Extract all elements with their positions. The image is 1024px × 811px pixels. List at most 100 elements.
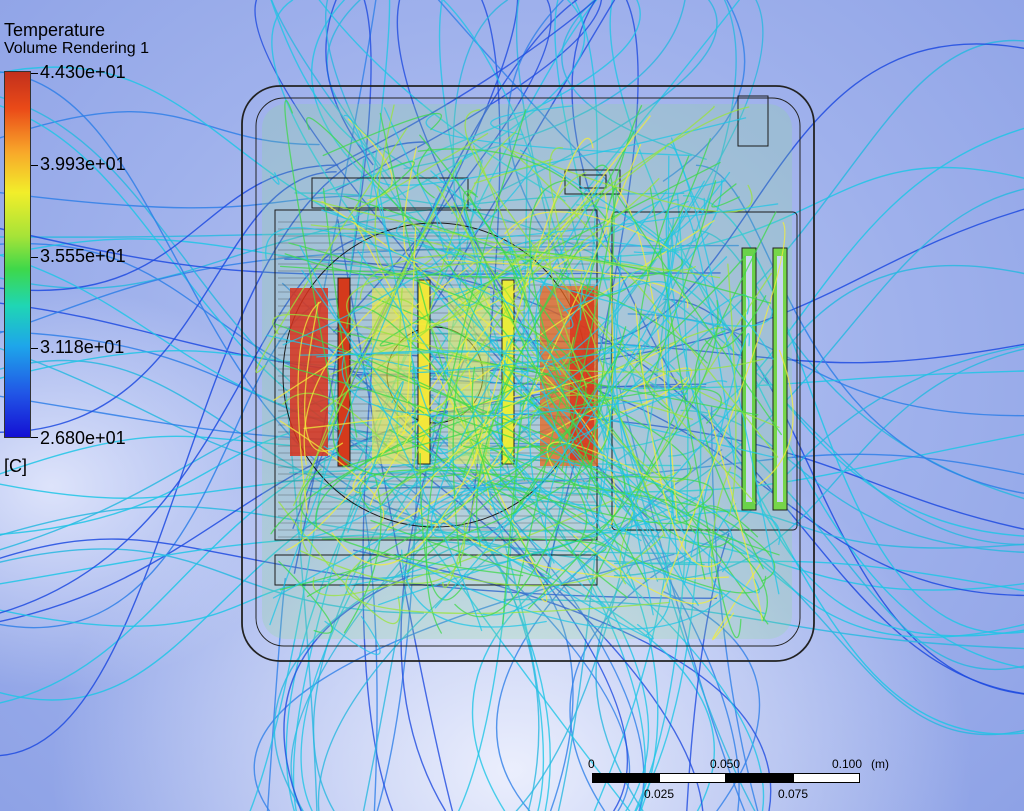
streamline bbox=[0, 110, 320, 146]
streamline bbox=[515, 217, 675, 811]
scale-segment bbox=[793, 773, 860, 783]
streamline bbox=[312, 434, 435, 811]
streamline bbox=[462, 190, 647, 583]
streamline bbox=[466, 334, 649, 534]
colorbar-tick-min: 2.680e+01 bbox=[40, 428, 126, 448]
streamline bbox=[519, 149, 774, 360]
streamline bbox=[499, 251, 772, 304]
streamline bbox=[479, 358, 764, 373]
streamline bbox=[490, 105, 573, 136]
colorbar-tick-mark bbox=[31, 165, 38, 166]
streamline bbox=[0, 164, 339, 292]
streamline bbox=[667, 155, 685, 580]
streamline bbox=[612, 185, 678, 524]
streamline bbox=[586, 164, 615, 500]
streamline bbox=[278, 501, 401, 625]
streamline bbox=[425, 113, 692, 157]
streamline bbox=[310, 224, 478, 280]
scale-label-100: 0.100 bbox=[832, 757, 863, 771]
streamline bbox=[396, 203, 779, 241]
streamline bbox=[274, 323, 588, 554]
streamline bbox=[677, 205, 737, 470]
streamline bbox=[359, 469, 729, 513]
streamline bbox=[321, 209, 773, 327]
streamline bbox=[284, 247, 461, 280]
streamline bbox=[657, 348, 1024, 581]
streamline bbox=[413, 186, 598, 472]
streamline bbox=[614, 560, 1024, 592]
scale-label-0: 0 bbox=[588, 757, 595, 771]
streamline bbox=[303, 296, 386, 466]
streamline bbox=[606, 380, 697, 566]
streamline bbox=[464, 109, 757, 504]
scale-unit: (m) bbox=[871, 757, 889, 771]
streamline bbox=[395, 553, 731, 630]
streamline bbox=[635, 317, 702, 811]
streamline bbox=[573, 465, 659, 811]
streamline bbox=[0, 443, 573, 701]
streamline bbox=[430, 179, 604, 538]
streamline bbox=[283, 575, 410, 811]
streamline bbox=[430, 170, 574, 329]
streamline bbox=[425, 131, 517, 330]
streamline bbox=[548, 172, 588, 388]
streamline bbox=[317, 446, 637, 811]
streamline bbox=[694, 330, 764, 570]
streamline bbox=[562, 280, 670, 312]
colorbar-tick-mark bbox=[31, 73, 38, 74]
streamline bbox=[359, 253, 721, 300]
scale-segment bbox=[726, 773, 793, 783]
streamline bbox=[710, 406, 759, 811]
streamline bbox=[549, 147, 666, 538]
streamline bbox=[600, 194, 614, 451]
streamline bbox=[516, 105, 643, 590]
streamline bbox=[0, 66, 549, 262]
streamline bbox=[312, 199, 696, 272]
streamline bbox=[662, 0, 746, 182]
streamline bbox=[342, 388, 722, 468]
scale-label-075: 0.075 bbox=[778, 787, 809, 801]
streamline bbox=[356, 132, 489, 210]
streamline bbox=[402, 226, 417, 434]
colorbar-tick-mark bbox=[31, 437, 38, 438]
scale-segment bbox=[592, 773, 659, 783]
streamline bbox=[472, 145, 527, 312]
streamline bbox=[446, 106, 750, 322]
streamline bbox=[370, 160, 415, 204]
streamline bbox=[331, 424, 491, 566]
streamline bbox=[401, 549, 547, 628]
streamline bbox=[254, 0, 650, 520]
streamline bbox=[664, 143, 780, 595]
streamline bbox=[305, 117, 568, 409]
streamline bbox=[253, 553, 675, 811]
streamline bbox=[335, 0, 603, 191]
streamline bbox=[448, 294, 760, 594]
streamline bbox=[279, 258, 683, 280]
streamline bbox=[0, 191, 362, 209]
streamline bbox=[505, 539, 574, 811]
streamline bbox=[272, 380, 728, 599]
streamline bbox=[571, 0, 689, 403]
streamline bbox=[710, 466, 732, 590]
streamline bbox=[363, 534, 664, 587]
streamline bbox=[300, 214, 436, 553]
streamline bbox=[324, 616, 381, 656]
streamline bbox=[727, 263, 737, 517]
streamline bbox=[364, 514, 378, 811]
streamline bbox=[478, 258, 699, 606]
streamline bbox=[589, 166, 1024, 258]
streamline bbox=[386, 367, 693, 531]
streamline bbox=[0, 435, 407, 475]
streamline bbox=[683, 333, 750, 586]
streamline bbox=[301, 269, 510, 517]
streamline bbox=[396, 386, 557, 520]
scale-bar bbox=[592, 773, 862, 785]
streamline bbox=[343, 473, 382, 634]
streamline bbox=[270, 172, 280, 185]
streamline bbox=[0, 383, 707, 623]
streamline bbox=[346, 306, 526, 481]
streamline bbox=[0, 529, 676, 585]
streamline bbox=[555, 407, 740, 811]
